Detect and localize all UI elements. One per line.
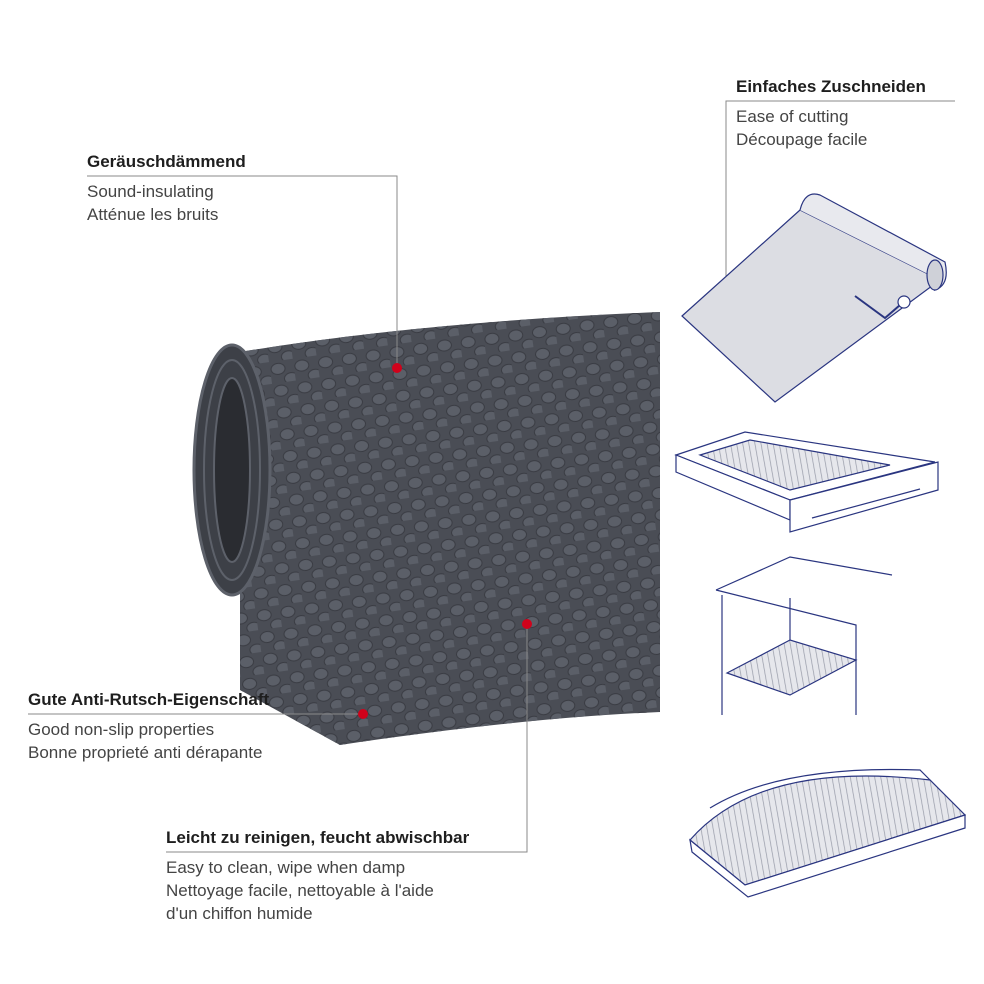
feature-title: Einfaches Zuschneiden: [736, 77, 926, 96]
feature-non-slip: Gute Anti-Rutsch-Eigenschaft Good non-sl…: [28, 690, 269, 764]
feature-line: Easy to clean, wipe when damp: [166, 858, 406, 877]
feature-line: d'un chiffon humide: [166, 904, 313, 923]
leader-lines: [28, 100, 955, 853]
feature-title: Gute Anti-Rutsch-Eigenschaft: [28, 690, 270, 709]
feature-easy-clean: Leicht zu reinigen, feucht abwischbar Ea…: [166, 828, 469, 925]
feature-line: Sound-insulating: [87, 182, 214, 201]
feature-title: Leicht zu reinigen, feucht abwischbar: [166, 828, 470, 847]
shelf-illustration: [715, 556, 893, 715]
feature-line: Bonne proprieté anti dérapante: [28, 743, 263, 762]
mat-roll: [192, 312, 660, 745]
feature-title: Geräuschdämmend: [87, 152, 246, 171]
drawer-illustration: [674, 431, 939, 533]
feature-ease-of-cutting: Einfaches Zuschneiden Ease of cutting Dé…: [736, 77, 926, 151]
feature-line: Good non-slip properties: [28, 720, 215, 739]
feature-line: Ease of cutting: [736, 107, 849, 126]
corner-shelf-illustration: [689, 768, 967, 898]
feature-sound-insulating: Geräuschdämmend Sound-insulating Atténue…: [87, 152, 246, 226]
feature-line: Atténue les bruits: [87, 205, 219, 224]
feature-line: Découpage facile: [736, 130, 868, 149]
feature-line: Nettoyage facile, nettoyable à l'aide: [166, 881, 434, 900]
cutting-illustration: [681, 193, 947, 403]
